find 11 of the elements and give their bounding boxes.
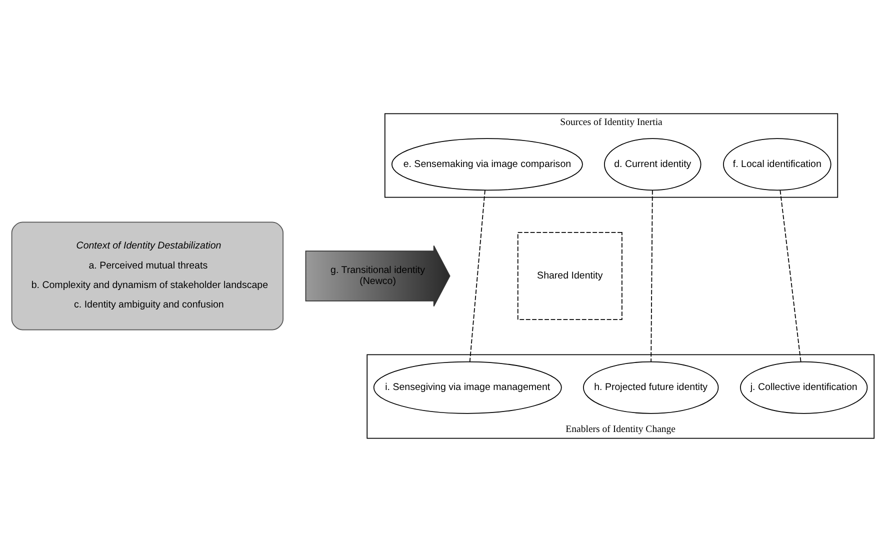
connector — [650, 190, 653, 362]
node-box: Context of Identity Destabilization a. Perceived mutual threats b. Complexity and dynamism of stakeholder landscape c. Identity ambiguity and confusion — [11, 222, 284, 330]
node-ellipse: h. Projected future identity — [583, 361, 719, 414]
node-ellipse: d. Current identity — [604, 138, 702, 191]
connector — [469, 190, 486, 362]
node-ellipse: e. Sensemaking via image comparison — [391, 138, 583, 191]
node-box: Shared Identity — [517, 232, 622, 320]
node-ellipse: f. Local identification — [723, 138, 832, 191]
node-ellipse: j. Collective identification — [740, 361, 868, 414]
node-ellipse: i. Sensegiving via image management — [373, 361, 562, 414]
connector — [780, 190, 802, 362]
